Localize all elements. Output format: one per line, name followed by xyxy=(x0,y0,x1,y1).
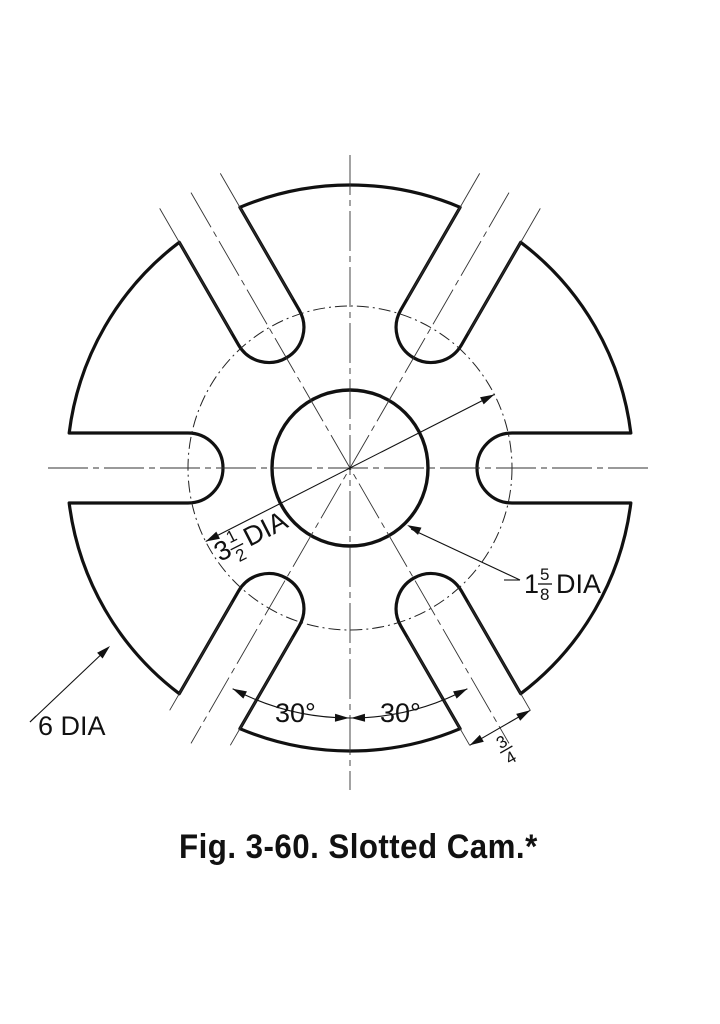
slot-side-ext-bottom-60m xyxy=(467,601,531,711)
slot-side-ext-top-60p xyxy=(159,208,233,335)
angle-labels: 30° 30° xyxy=(275,698,421,728)
centerlines xyxy=(48,155,648,790)
slot-side-ext-top-60m xyxy=(219,173,294,300)
hub-numerator: 5 xyxy=(540,565,549,584)
pitch-arrow-upper xyxy=(480,394,495,405)
pitch-dimension-line xyxy=(205,393,495,543)
pitch-circle-label: 3 1 2 DIA xyxy=(209,505,292,567)
pitch-denominator: 2 xyxy=(232,545,249,566)
slot-side-ext-bottom-120m xyxy=(229,636,294,746)
outer-leader-line xyxy=(29,647,109,723)
angle-left-text: 30° xyxy=(275,698,316,728)
slot-width-arrow-b xyxy=(516,710,531,721)
arrowheads xyxy=(97,394,531,746)
pitch-arrow-lower xyxy=(205,531,220,542)
hub-unit: DIA xyxy=(556,569,601,599)
hub-denominator: 8 xyxy=(540,585,549,604)
outer-leader-arrow xyxy=(97,646,110,659)
hub-diameter-label: 1 5 8 DIA xyxy=(524,565,601,604)
hub-whole: 1 xyxy=(524,569,539,599)
hub-leader-arrow xyxy=(407,525,422,535)
slot-side-ext-top-120m xyxy=(467,208,541,335)
angle-right-text: 30° xyxy=(380,698,421,728)
figure-caption: Fig. 3-60. Slotted Cam.* xyxy=(179,828,538,866)
outer-diameter-text: 6 DIA xyxy=(38,711,106,741)
slot-width-label: 3 4 xyxy=(493,732,520,769)
slot-denominator: 4 xyxy=(502,747,520,768)
hub-leader-line xyxy=(410,528,521,581)
outer-diameter-label: 6 DIA xyxy=(38,711,106,741)
angle-arrow-mid-left xyxy=(334,713,349,722)
angle-arrow-mid-right xyxy=(351,713,366,722)
pitch-fraction-bar xyxy=(230,542,244,551)
angle-arrow-right xyxy=(453,688,468,699)
angle-dimension-arc xyxy=(232,688,468,719)
slot-width-arrow-a xyxy=(469,734,484,746)
slot-side-ext-bottom-60p xyxy=(406,636,471,746)
slot-side-ext-top-120p xyxy=(406,173,481,300)
angle-arrow-left xyxy=(232,688,247,699)
slot-fraction-bar xyxy=(499,745,513,754)
outer-leader-tail xyxy=(29,715,37,723)
slot-side-ext-bottom-120p xyxy=(169,601,233,711)
